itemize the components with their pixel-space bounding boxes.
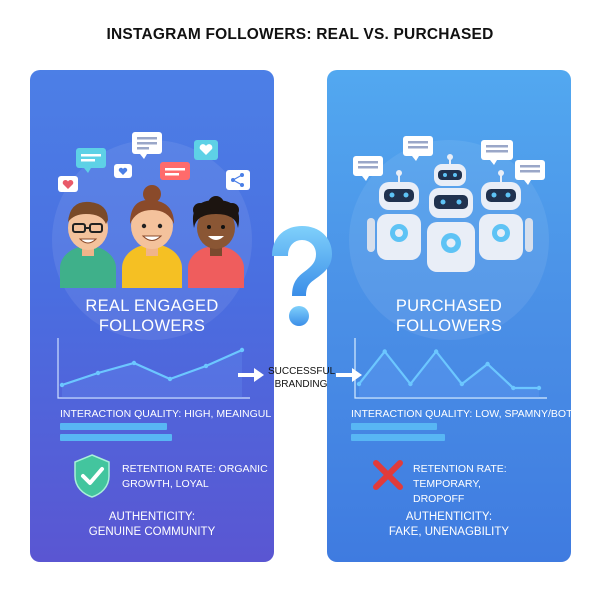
interaction-quality-label: INTERACTION QUALITY: LOW, SPAMNY/BOT-LIK… xyxy=(351,408,571,420)
heart-bubble-small-icon xyxy=(58,176,78,192)
trend-point xyxy=(485,361,490,367)
like-bubble-icon xyxy=(114,164,132,178)
retention-rate-text: RETENTION RATE: TEMPORARY, DROPOFF xyxy=(413,462,571,507)
trend-area xyxy=(62,350,242,398)
authenticity-line-2: GENUINE COMMUNITY xyxy=(88,526,216,538)
trend-point xyxy=(382,349,387,354)
authenticity-line-2: FAKE, UNENAGBILITY xyxy=(388,526,510,538)
chat-bubble-icon xyxy=(515,160,545,185)
trend-point xyxy=(167,376,173,382)
robot-icon xyxy=(427,188,475,272)
spiky-line-chart xyxy=(354,338,547,399)
robot-icon xyxy=(367,170,421,260)
trend-line xyxy=(61,348,243,387)
retention-rate-text: RETENTION RATE: ORGANIC GROWTH, LOYAL xyxy=(122,462,268,492)
people-illustration xyxy=(58,132,250,288)
arrow-right-icon xyxy=(238,368,264,382)
authenticity-line-1: AUTHENTICITY: xyxy=(405,511,493,523)
message-bubble-icon xyxy=(160,162,190,180)
trend-point xyxy=(536,385,542,391)
robots-illustration xyxy=(353,136,545,272)
retention-line-1: RETENTION RATE: TEMPORARY, xyxy=(413,463,507,490)
heading-line-1: PURCHASED xyxy=(395,297,503,315)
center-label-line-1: SUCCESSFUL xyxy=(268,366,336,377)
arrow-right-icon xyxy=(336,368,362,382)
red-x-icon xyxy=(373,460,403,490)
share-bubble-icon xyxy=(226,170,250,190)
authenticity-text: AUTHENTICITY: FAKE, UNENAGBILITY xyxy=(327,510,571,540)
retention-line-2: GROWTH, LOYAL xyxy=(122,478,209,490)
interaction-quality-label: INTERACTION QUALITY: HIGH, MEAINGUL xyxy=(60,408,272,420)
trend-point xyxy=(408,381,413,387)
real-followers-heading: REAL ENGAGED FOLLOWERS xyxy=(30,296,274,336)
interaction-bar-2 xyxy=(351,434,445,441)
robot-icon xyxy=(479,170,533,260)
heading-line-2: FOLLOWERS xyxy=(395,317,503,335)
engagement-line-chart xyxy=(57,338,250,399)
comment-bubble-icon xyxy=(132,132,162,159)
chart-axes xyxy=(57,338,250,399)
chat-bubble-icon xyxy=(481,140,513,165)
trend-point xyxy=(459,381,465,387)
interaction-bar-1 xyxy=(60,423,167,430)
purchased-followers-heading: PURCHASED FOLLOWERS xyxy=(327,296,571,336)
retention-line-1: RETENTION RATE: ORGANIC xyxy=(122,463,268,475)
chat-bubble-icon xyxy=(403,136,433,161)
purchased-followers-card: PURCHASED FOLLOWERS INTERACTION QUALITY:… xyxy=(327,70,571,562)
successful-branding-label: SUCCESSFUL BRANDING xyxy=(268,365,336,391)
trend-point xyxy=(239,347,245,353)
heading-line-1: REAL ENGAGED xyxy=(85,297,219,315)
chart-axes xyxy=(354,338,547,399)
real-followers-card: REAL ENGAGED FOLLOWERS INTERACTION QUALI… xyxy=(30,70,274,562)
trend-point xyxy=(203,363,209,369)
chat-bubble-icon xyxy=(76,148,106,173)
infographic-title: INSTAGRAM FOLLOWERS: REAL VS. PURCHASED xyxy=(106,26,494,43)
question-mark-icon xyxy=(272,226,332,326)
trend-point xyxy=(131,360,137,366)
authenticity-text: AUTHENTICITY: GENUINE COMMUNITY xyxy=(30,510,274,540)
trend-line xyxy=(358,350,539,390)
shield-check-icon xyxy=(74,454,110,498)
interaction-bar-1 xyxy=(351,423,437,430)
trend-point xyxy=(511,385,516,391)
trend-point xyxy=(433,349,439,354)
center-label-line-2: BRANDING xyxy=(274,379,328,390)
trend-point xyxy=(95,370,101,376)
person-curly-avatar xyxy=(188,196,244,288)
authenticity-line-1: AUTHENTICITY: xyxy=(108,511,196,523)
heart-bubble-icon xyxy=(194,140,218,160)
trend-area xyxy=(359,351,539,398)
heading-line-2: FOLLOWERS xyxy=(98,317,206,335)
chat-bubble-icon xyxy=(353,156,383,181)
retention-line-2: DROPOFF xyxy=(413,493,465,505)
interaction-bar-2 xyxy=(60,434,172,441)
trend-point xyxy=(356,381,362,387)
robot-head-icon xyxy=(434,154,466,186)
trend-point xyxy=(59,382,65,388)
person-glasses-avatar xyxy=(60,201,116,288)
person-bun-avatar xyxy=(122,185,182,288)
